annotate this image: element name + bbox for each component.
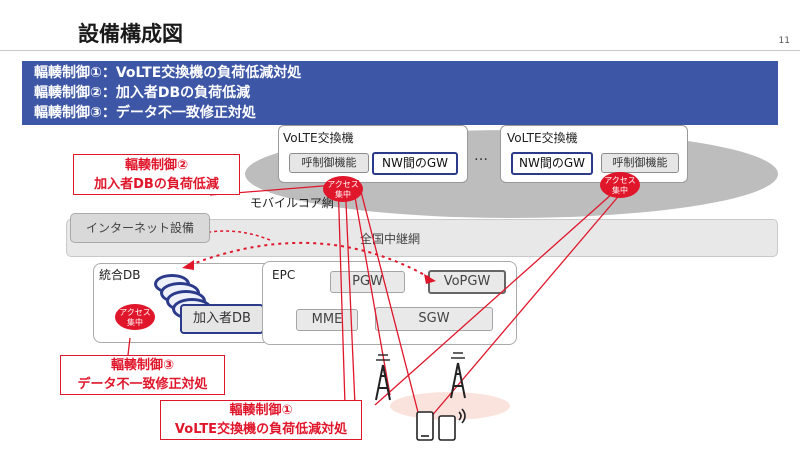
vopgw-node: VoPGW xyxy=(428,270,506,294)
callout-title: 輻輳制御① xyxy=(229,403,293,418)
volte-switch-title: VoLTE交換機 xyxy=(507,131,578,145)
nw-gateway-box: NW間のGW xyxy=(511,152,593,175)
header-divider xyxy=(0,50,800,51)
call-control-box: 呼制御機能 xyxy=(289,153,369,173)
summary-banner: 輻輳制御①：VoLTE交換機の負荷低減対処 輻輳制御②：加入者DBの負荷低減 輻… xyxy=(22,61,778,125)
volte-switch-right: VoLTE交換機 NW間のGW 呼制御機能 xyxy=(500,125,688,183)
epc-label: EPC xyxy=(272,268,296,282)
callout-text: VoLTE交換機の負荷低減対処 xyxy=(174,422,348,437)
callout-leader xyxy=(127,337,131,356)
access-badge-line: アクセス xyxy=(119,308,151,317)
signal-line xyxy=(374,184,623,406)
access-dotted-arrow xyxy=(182,241,436,284)
smartphone-icon xyxy=(416,408,466,441)
signal-line xyxy=(337,179,346,406)
antenna-tower-icon xyxy=(450,352,466,399)
access-badge-line: 集中 xyxy=(335,190,351,199)
access-badge: アクセス 集中 xyxy=(115,304,155,330)
access-badge-line: アクセス xyxy=(327,180,359,189)
banner-line: 輻輳制御②：加入者DBの負荷低減 xyxy=(34,85,251,101)
access-badge-line: 集中 xyxy=(612,186,628,195)
access-badge-line: アクセス xyxy=(604,176,636,185)
call-control-box: 呼制御機能 xyxy=(601,153,679,173)
dashed-arrow-internet xyxy=(209,230,271,241)
volte-switch-left: VoLTE交換機 呼制御機能 NW間のGW xyxy=(278,125,468,183)
access-badge: アクセス 集中 xyxy=(323,176,363,202)
callout-control-1: 輻輳制御① VoLTE交換機の負荷低減対処 xyxy=(160,400,362,440)
sgw-node: SGW xyxy=(375,307,493,331)
callout-control-3: 輻輳制御③ データ不一致修正対処 xyxy=(60,355,225,395)
banner-line: 輻輳制御③：データ不一致修正対処 xyxy=(34,105,256,121)
antenna-tower-icon xyxy=(375,354,391,401)
access-badge: アクセス 集中 xyxy=(600,172,640,198)
callout-title: 輻輳制御③ xyxy=(110,358,174,373)
page-title: 設備構成図 xyxy=(78,22,183,46)
banner-line: 輻輳制御①：VoLTE交換機の負荷低減対処 xyxy=(34,65,302,81)
access-badge-line: 集中 xyxy=(127,318,143,327)
mobile-core-label: モバイルコア網 xyxy=(250,196,334,210)
backbone-label: 全国中継網 xyxy=(360,232,421,246)
signal-line xyxy=(351,179,391,396)
subscriber-db: 加入者DB xyxy=(180,304,264,334)
integrated-db-label: 統合DB xyxy=(99,268,141,282)
callout-control-2: 輻輳制御② 加入者DBの負荷低減 xyxy=(73,154,240,195)
callout-title: 輻輳制御② xyxy=(124,158,188,173)
signal-line xyxy=(357,179,421,421)
ellipsis: … xyxy=(474,148,489,164)
page-number: 11 xyxy=(778,36,790,46)
signal-line xyxy=(429,184,629,419)
callout-text: 加入者DBの負荷低減 xyxy=(94,177,219,192)
nw-gateway-box: NW間のGW xyxy=(372,152,458,175)
signal-line xyxy=(344,179,356,406)
volte-switch-title: VoLTE交換機 xyxy=(283,131,354,145)
internet-equipment: インターネット設備 xyxy=(70,213,210,243)
callout-text: データ不一致修正対処 xyxy=(77,377,208,392)
